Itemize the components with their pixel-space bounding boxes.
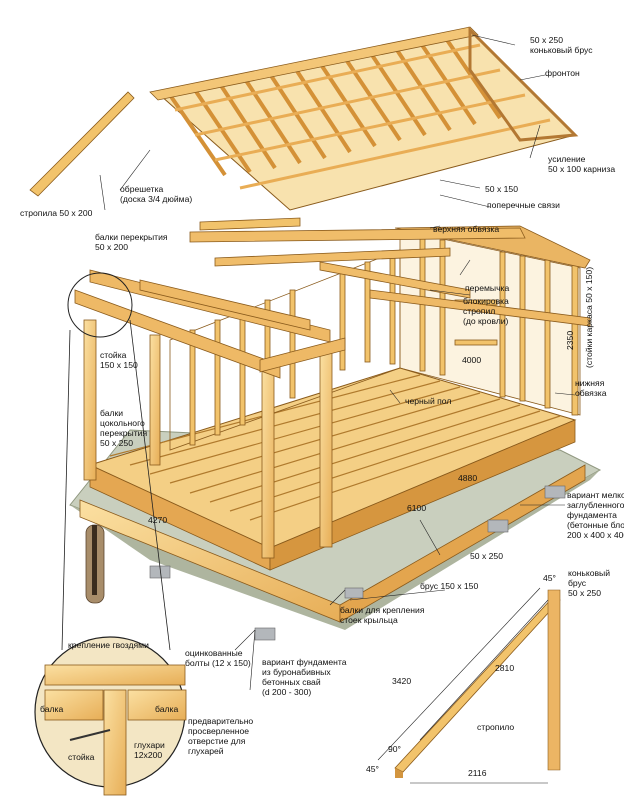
- label-lag-bolts-text: глухари 12х200: [134, 740, 165, 760]
- label-ridge-beam-text: 50 х 250 коньковый брус: [530, 35, 593, 55]
- dim-3420: 3420: [392, 676, 412, 686]
- label-lintel: перемычка: [465, 283, 510, 293]
- concrete-block: [487, 519, 509, 533]
- label-lathing-text: обрешетка (доска 3/4 дюйма): [120, 184, 193, 204]
- label-rafter-block: блокировка стропил (до кровли): [463, 296, 509, 326]
- label-rafters: стропила 50 х 200: [20, 208, 93, 218]
- label-galv-bolts-text: оцинкованные болты (12 х 150): [185, 648, 251, 668]
- label-shallow-foundation: вариант мелко- заглубленного фундамента …: [567, 490, 624, 540]
- separate-lathing: [199, 217, 301, 231]
- foundation-beam-right: [339, 464, 586, 623]
- dim-2350: 2350: [565, 330, 575, 350]
- angle-90: 90°: [388, 744, 401, 754]
- label-rafter-word: стропило: [477, 722, 515, 732]
- zoom-line: [129, 319, 171, 651]
- label-cross-ties: поперечные связи: [487, 200, 560, 210]
- roof-lathing: [174, 43, 551, 190]
- label-eave-reinforce-text: усиление 50 х 100 карниза: [548, 154, 616, 174]
- dim-6100: 6100: [407, 503, 427, 513]
- dim-2116: 2116: [468, 768, 487, 778]
- label-plinth-beams-text: балки цокольного перекрытия 50 х 250: [100, 408, 148, 448]
- label-nail-fix: крепление гвоздями: [68, 640, 149, 650]
- lag-bolt: [69, 729, 111, 741]
- zoom-line: [61, 329, 71, 651]
- label-eave-reinforce: усиление 50 х 100 карниза: [548, 154, 615, 174]
- ridge-beam: [149, 26, 479, 101]
- floor-platform-right: [269, 419, 576, 571]
- label-ridge-small: коньковый брус 50 х 250: [568, 568, 610, 598]
- label-ridge-beam: 50 х 250 коньковый брус: [530, 35, 593, 55]
- label-predrilled-text: предварительно просверленное отверстие д…: [188, 716, 254, 756]
- label-floor-beams: балки перекрытия 50 х 200: [95, 232, 168, 252]
- label-porch-beams: балки для крепления стоек крыльца: [340, 605, 425, 625]
- label-galv-bolts: оцинкованные болты (12 х 150): [185, 648, 251, 668]
- floor-joists: [109, 374, 561, 521]
- label-post-small: стойка: [68, 752, 95, 762]
- ceiling-beams: [189, 227, 591, 327]
- label-ridge-small-text: коньковый брус 50 х 250: [568, 568, 611, 598]
- concrete-block: [344, 587, 364, 599]
- label-50x150: 50 х 150: [485, 184, 518, 194]
- label-lathing: обрешетка (доска 3/4 дюйма): [120, 184, 192, 204]
- label-bottom-plate-text: нижняя обвязка: [575, 378, 607, 398]
- concrete-block: [544, 485, 566, 499]
- leader-lines: [99, 34, 576, 691]
- dim-4270: 4270: [148, 515, 168, 525]
- label-subfloor: черный пол: [405, 396, 452, 406]
- label-shallow-foundation-text: вариант мелко- заглубленного фундамента …: [567, 490, 624, 540]
- label-top-plate: верхняя обвязка: [433, 224, 500, 234]
- detail-zoom-source: [67, 272, 133, 338]
- label-50x250: 50 х 250: [470, 551, 503, 561]
- label-rafter-block-text: блокировка стропил (до кровли): [463, 296, 509, 326]
- separate-rafter: [29, 91, 135, 197]
- label-beam-right: балка: [155, 704, 179, 714]
- detail-joint: [44, 664, 187, 796]
- dim-2810: 2810: [495, 663, 515, 673]
- label-post-text: стойка 150 х 150: [100, 350, 138, 370]
- label-predrilled: предварительно просверленное отверстие д…: [188, 716, 253, 756]
- angle-45-bottom: 45°: [366, 764, 379, 774]
- porch-beams: [74, 269, 346, 379]
- label-gable: фронтон: [545, 68, 580, 78]
- porch-posts: [83, 319, 333, 559]
- concrete-block: [254, 627, 276, 641]
- label-bottom-plate: нижняя обвязка: [575, 378, 607, 398]
- label-beam-left: балка: [40, 704, 64, 714]
- angle-45-top: 45°: [543, 573, 556, 583]
- label-floor-beams-text: балки перекрытия 50 х 200: [95, 232, 168, 252]
- label-porch-beams-text: балки для крепления стоек крыльца: [340, 605, 425, 625]
- rafter-detail: [377, 587, 561, 784]
- label-pile-foundation-text: вариант фундамента из буронабивных бетон…: [262, 657, 347, 697]
- dim-4880: 4880: [458, 473, 478, 483]
- label-post: стойка 150 х 150: [100, 350, 138, 370]
- dim-4000: 4000: [462, 355, 482, 365]
- label-frame-posts: (стойки каркаса 50 х 150): [584, 266, 594, 368]
- pile-rebar: [92, 525, 97, 595]
- label-pile-foundation: вариант фундамента из буронабивных бетон…: [262, 657, 347, 697]
- label-plinth-beams: балки цокольного перекрытия 50 х 250: [100, 408, 147, 448]
- label-lag-bolts: глухари 12х200: [134, 740, 165, 760]
- label-beam-150: брус 150 х 150: [420, 581, 479, 591]
- gable-frame: [468, 26, 579, 142]
